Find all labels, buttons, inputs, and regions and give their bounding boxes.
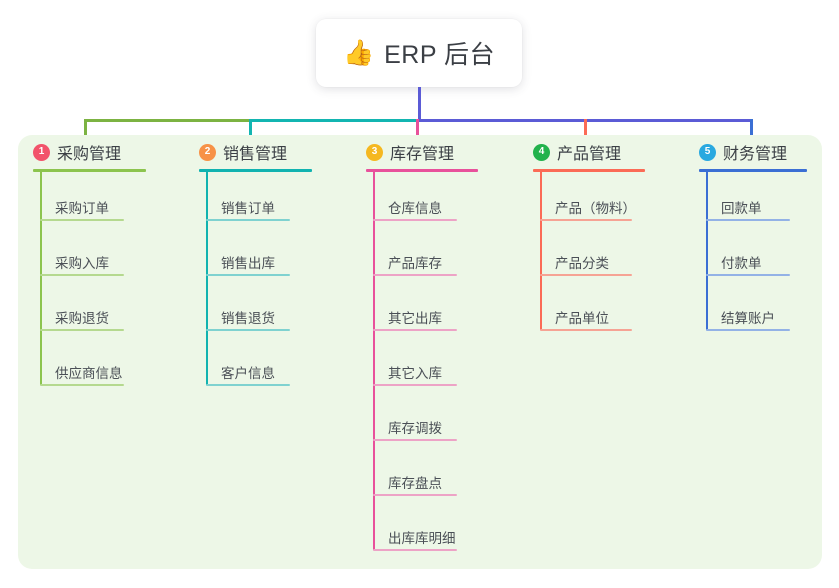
leaf-underline bbox=[373, 329, 457, 331]
leaf-item[interactable]: 出库库明细 bbox=[388, 531, 456, 546]
leaf-underline bbox=[706, 274, 790, 276]
column-header-2[interactable]: 2 销售管理 bbox=[199, 135, 287, 169]
leaf-item[interactable]: 产品库存 bbox=[388, 256, 442, 271]
bus-segment-teal bbox=[250, 119, 418, 122]
leaf-underline bbox=[40, 219, 124, 221]
drop-line-col-4 bbox=[584, 119, 587, 149]
leaf-underline bbox=[206, 274, 290, 276]
column-badge-5: 5 bbox=[699, 143, 716, 161]
thumbs-up-icon: 👍 bbox=[342, 38, 375, 67]
leaf-underline bbox=[373, 549, 457, 551]
leaf-item[interactable]: 库存盘点 bbox=[388, 476, 442, 491]
leaf-item[interactable]: 回款单 bbox=[721, 201, 762, 216]
root-node[interactable]: 👍 ERP 后台 bbox=[316, 19, 522, 87]
leaf-item[interactable]: 销售退货 bbox=[221, 311, 275, 326]
column-underline-2 bbox=[199, 169, 312, 172]
leaf-underline bbox=[540, 219, 632, 221]
column-underline-1 bbox=[33, 169, 146, 172]
column-2: 2 销售管理销售订单销售出库销售退货客户信息 bbox=[199, 135, 312, 386]
leaf-underline bbox=[373, 274, 457, 276]
leaf-item[interactable]: 产品（物料） bbox=[555, 201, 636, 216]
content-panel bbox=[18, 135, 822, 569]
column-spine-4 bbox=[540, 172, 542, 330]
column-title-2: 销售管理 bbox=[223, 146, 288, 163]
leaf-item[interactable]: 客户信息 bbox=[221, 366, 275, 381]
page-title: ERP 后台 bbox=[384, 41, 496, 69]
leaf-underline bbox=[40, 384, 124, 386]
leaf-item[interactable]: 其它出库 bbox=[388, 311, 442, 326]
leaf-underline bbox=[40, 274, 124, 276]
column-underline-3 bbox=[366, 169, 478, 172]
drop-line-col-2 bbox=[249, 119, 252, 149]
column-header-1[interactable]: 1 采购管理 bbox=[33, 135, 121, 169]
leaf-item[interactable]: 其它入库 bbox=[388, 366, 442, 381]
leaf-underline bbox=[540, 274, 632, 276]
drop-line-col-5 bbox=[750, 119, 753, 149]
leaf-underline bbox=[540, 329, 632, 331]
leaf-underline bbox=[706, 329, 790, 331]
leaf-underline bbox=[373, 384, 457, 386]
column-underline-5 bbox=[699, 169, 807, 172]
column-5: 5 财务管理回款单付款单结算账户 bbox=[699, 135, 807, 331]
column-title-4: 产品管理 bbox=[557, 146, 622, 163]
drop-line-col-1 bbox=[84, 119, 87, 149]
leaf-item[interactable]: 供应商信息 bbox=[55, 366, 123, 381]
leaf-underline bbox=[40, 329, 124, 331]
leaf-underline bbox=[706, 219, 790, 221]
column-badge-2: 2 bbox=[199, 143, 216, 161]
column-title-1: 采购管理 bbox=[57, 146, 122, 163]
column-4: 4 产品管理产品（物料） 产品分类产品单位 bbox=[533, 135, 645, 331]
leaf-item[interactable]: 产品单位 bbox=[555, 311, 609, 326]
column-1: 1 采购管理采购订单采购入库采购退货供应商信息 bbox=[33, 135, 146, 386]
leaf-item[interactable]: 销售出库 bbox=[221, 256, 275, 271]
root-stem-line bbox=[418, 87, 421, 120]
column-underline-4 bbox=[533, 169, 645, 172]
leaf-item[interactable]: 采购退货 bbox=[55, 311, 109, 326]
drop-line-col-3 bbox=[416, 119, 419, 149]
column-header-4[interactable]: 4 产品管理 bbox=[533, 135, 621, 169]
leaf-item[interactable]: 采购入库 bbox=[55, 256, 109, 271]
leaf-underline bbox=[206, 384, 290, 386]
leaf-underline bbox=[373, 494, 457, 496]
column-title-5: 财务管理 bbox=[723, 146, 788, 163]
column-title-3: 库存管理 bbox=[390, 146, 455, 163]
column-spine-1 bbox=[40, 172, 42, 385]
leaf-underline bbox=[206, 329, 290, 331]
column-spine-2 bbox=[206, 172, 208, 385]
column-header-3[interactable]: 3 库存管理 bbox=[366, 135, 454, 169]
leaf-item[interactable]: 采购订单 bbox=[55, 201, 109, 216]
leaf-item[interactable]: 销售订单 bbox=[221, 201, 275, 216]
leaf-item[interactable]: 结算账户 bbox=[721, 311, 775, 326]
column-3: 3 库存管理仓库信息产品库存其它出库其它入库库存调拨库存盘点出库库明细 bbox=[366, 135, 478, 551]
column-spine-3 bbox=[373, 172, 375, 550]
leaf-item[interactable]: 产品分类 bbox=[555, 256, 609, 271]
column-badge-1: 1 bbox=[33, 143, 50, 161]
leaf-item[interactable]: 仓库信息 bbox=[388, 201, 442, 216]
leaf-item[interactable]: 付款单 bbox=[721, 256, 762, 271]
leaf-underline bbox=[373, 439, 457, 441]
leaf-underline bbox=[373, 219, 457, 221]
column-badge-4: 4 bbox=[533, 143, 550, 161]
leaf-item[interactable]: 库存调拨 bbox=[388, 421, 442, 436]
column-spine-5 bbox=[706, 172, 708, 330]
column-header-5[interactable]: 5 财务管理 bbox=[699, 135, 787, 169]
leaf-underline bbox=[206, 219, 290, 221]
bus-segment-green bbox=[84, 119, 251, 122]
column-badge-3: 3 bbox=[366, 143, 383, 161]
